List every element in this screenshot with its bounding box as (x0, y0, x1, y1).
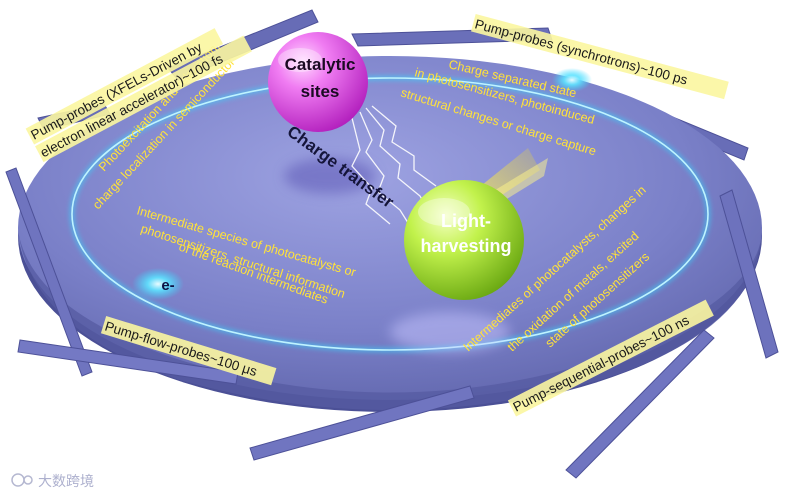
electron-orbit (69, 68, 711, 353)
orbit-glow-left (132, 268, 184, 300)
blade-group-front (5, 167, 779, 479)
charge-transfer-lightning (351, 105, 437, 227)
catalytic-label-line1: Catalytic (285, 55, 356, 74)
watermark-text: 大数跨境 (38, 473, 94, 489)
electron-label: e- (161, 277, 174, 294)
orbit-glow-top (552, 68, 592, 92)
blade-bottom-left (17, 339, 239, 385)
blade-bottom-right (565, 329, 715, 479)
blade-bottom (249, 385, 475, 461)
light-label-line2: harvesting (420, 236, 511, 256)
watermark: 大数跨境 (11, 473, 94, 489)
blade-right (719, 189, 779, 359)
light-label-line1: Light- (441, 211, 491, 231)
light-harvesting-sphere: Light- harvesting (404, 180, 524, 300)
blade-left (5, 167, 93, 377)
watermark-logo-icon (11, 473, 25, 487)
catalytic-label-line2: sites (301, 82, 340, 101)
catalytic-sites-sphere: Catalytic sites (268, 32, 368, 132)
